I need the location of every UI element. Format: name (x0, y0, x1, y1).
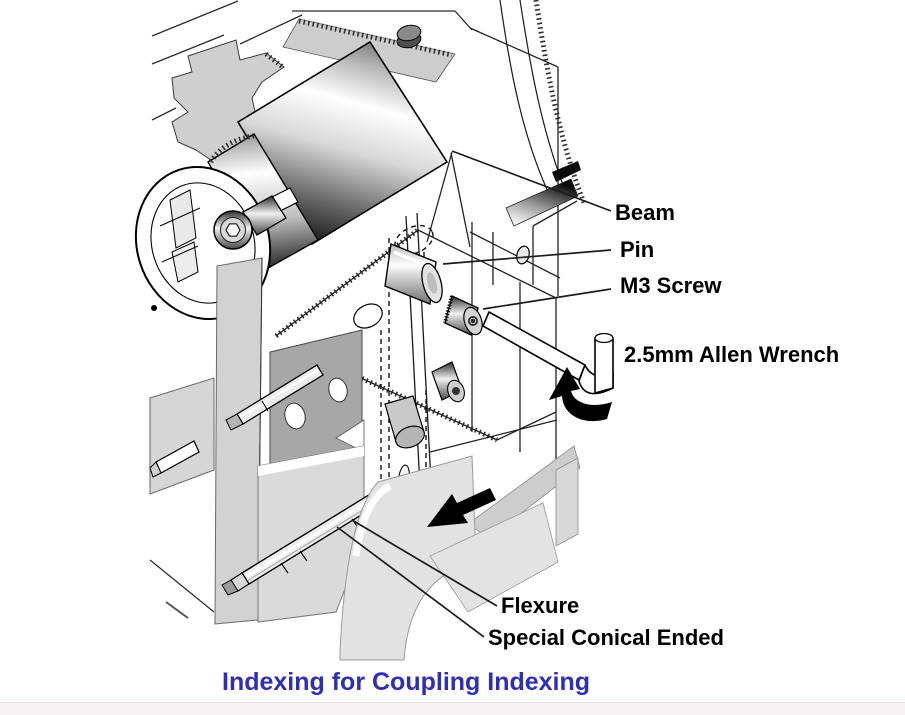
leader-pin (442, 249, 612, 265)
leader-lines (336, 150, 612, 638)
beam-arm (499, 0, 588, 265)
leader-beam (451, 150, 612, 212)
rotation-arrow (549, 367, 612, 422)
hex-socket (225, 223, 241, 237)
label-pin: Pin (620, 237, 655, 262)
beam-cut-edge (552, 161, 581, 182)
direction-arrow (427, 488, 496, 527)
footer-bar (0, 702, 905, 715)
figure-caption: Indexing for Coupling Indexing (222, 668, 591, 696)
leader-special-conical (336, 526, 485, 638)
label-special-conical: Special Conical Ended (488, 625, 724, 650)
m3-screw-part (443, 295, 483, 336)
label-beam: Beam (615, 200, 675, 225)
label-allen-wrench: 2.5mm Allen Wrench (624, 342, 840, 367)
frame-edge-lines (151, 0, 473, 121)
beam-cut-surface (505, 178, 579, 227)
leader-flexure (351, 519, 498, 607)
pin-part (384, 243, 443, 305)
coupling-cap-screw (213, 195, 287, 250)
conical-screw-upper (225, 364, 324, 431)
label-flexure: Flexure (501, 593, 580, 618)
top-screw (396, 24, 422, 49)
lower-screw (431, 361, 465, 403)
label-m3-screw: M3 Screw (620, 273, 722, 298)
leader-m3-screw (482, 288, 612, 310)
base-pedestal (339, 419, 581, 661)
allen-wrench (482, 311, 614, 395)
flexure-mount-plate (269, 329, 365, 467)
left-ledge (149, 377, 215, 619)
